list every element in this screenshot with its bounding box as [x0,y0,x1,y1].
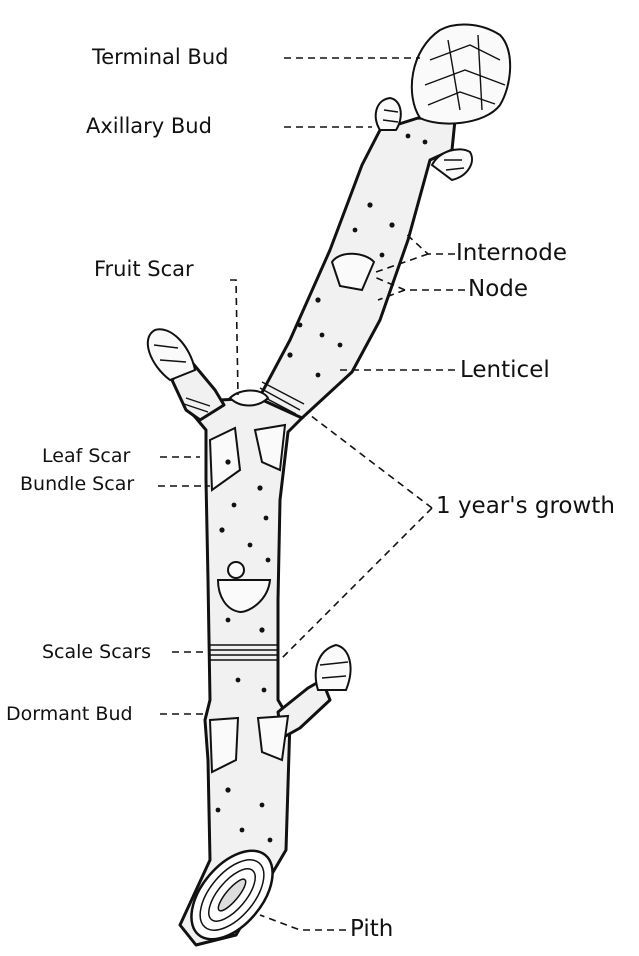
label-one-years-growth: 1 year's growth [436,493,615,519]
labels: Terminal Bud Axillary Bud Internode Node… [6,45,615,942]
label-lenticel: Lenticel [460,357,550,383]
terminal-bud-drawing [412,25,510,124]
fruit-scar-drawing [230,391,268,406]
label-internode: Internode [456,240,567,266]
label-node: Node [468,276,528,302]
left-bud-drawing [148,329,195,380]
label-fruit-scar: Fruit Scar [94,257,194,281]
label-pith: Pith [350,916,393,942]
label-dormant-bud: Dormant Bud [6,703,133,725]
label-axillary-bud: Axillary Bud [86,114,212,138]
dormant-bud-drawing [316,645,351,690]
twig-illustration [148,25,510,955]
label-scale-scars: Scale Scars [42,641,151,663]
label-leaf-scar: Leaf Scar [42,445,130,467]
label-bundle-scar: Bundle Scar [20,473,134,495]
label-terminal-bud: Terminal Bud [91,45,228,69]
